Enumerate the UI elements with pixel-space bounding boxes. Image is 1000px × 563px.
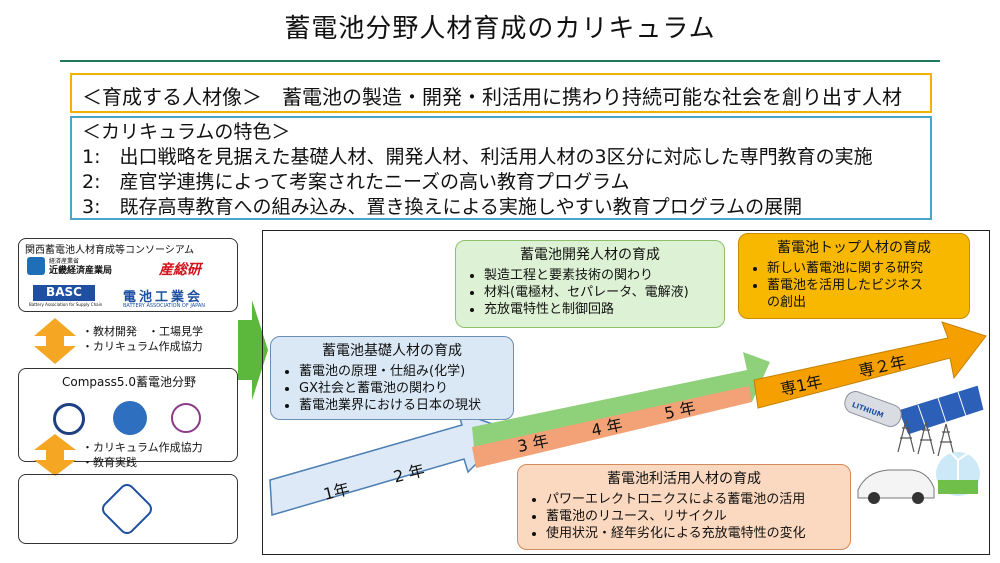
double-arrow-icon — [34, 318, 76, 364]
goal-box: ＜育成する人材像＞ 蓄電池の製造・開発・利活用に携わり持続可能な社会を創り出す人… — [70, 73, 932, 113]
meti-logo-icon — [27, 257, 45, 275]
flow-arrow-icon — [238, 300, 268, 400]
support-note-2: ・カリキュラム作成協力 ・教育実践 — [82, 440, 203, 470]
title-divider — [60, 60, 940, 62]
solar-panel-icon — [897, 384, 985, 436]
panel-utilization-title: 蓄電池利活用人材の育成 — [607, 471, 761, 487]
list-item: 蓄電池のリユース、リサイクル — [546, 508, 840, 525]
panel-utilization: 蓄電池利活用人材の育成 パワーエレクトロニクスによる蓄電池の活用 蓄電池のリユー… — [517, 464, 851, 550]
power-tower-icon — [897, 419, 955, 457]
list-item: GX社会と蓄電池の関わり — [299, 380, 503, 397]
list-item: 蓄電池業界における日本の現状 — [299, 397, 503, 414]
panel-development-title: 蓄電池開発人材の育成 — [520, 247, 660, 263]
features-heading: ＜カリキュラムの特色＞ — [82, 121, 291, 143]
baj-sub: BATTERY ASSOCIATION OF JAPAN — [123, 303, 205, 309]
feature-item-3: 3: 既存高専教育への組み込み、置き換えによる実施しやすい教育プログラムの展開 — [82, 196, 803, 218]
support-note-1: ・教材開発 ・工場見学 ・カリキュラム作成協力 — [82, 324, 203, 354]
kosen-emblem-icon — [53, 403, 85, 435]
list-item: 材料(電極材、セパレータ、電解液) — [484, 284, 714, 301]
school-emblem-icon — [98, 480, 156, 538]
curriculum-frame — [262, 230, 990, 555]
panel-top: 蓄電池トップ人材の育成 新しい蓄電池に関する研究 蓄電池を活用したビジネス の創… — [738, 233, 970, 319]
list-item: 製造工程と要素技術の関わり — [484, 267, 714, 284]
list-item: 新しい蓄電池に関する研究 — [767, 260, 959, 277]
list-item: パワーエレクトロニクスによる蓄電池の活用 — [546, 491, 840, 508]
list-item: 蓄電池を活用したビジネス — [767, 277, 959, 294]
list-item: 使用状況・経年劣化による充放電特性の変化 — [546, 525, 840, 542]
progression-arrows — [269, 321, 987, 516]
compass-box: Compass5.0蓄電池分野 — [18, 368, 238, 462]
meti-logo-text: 近畿経済産業局 — [49, 266, 113, 276]
panel-basic-title: 蓄電池基礎人材の育成 — [322, 343, 462, 359]
panel-basic: 蓄電池基礎人材の育成 蓄電池の原理・仕組み(化学) GX社会と蓄電池の関わり 蓄… — [270, 336, 514, 420]
list-item: の創出 — [767, 295, 807, 310]
wing-emblem-icon — [113, 401, 147, 435]
meti-sub: 経済産業省 — [49, 258, 80, 265]
support-note-2-line2: ・教育実践 — [82, 456, 137, 469]
panel-top-title: 蓄電池トップ人材の育成 — [777, 240, 931, 256]
basc-logo: BASC — [33, 285, 95, 301]
wind-turbine-icon — [936, 449, 980, 496]
support-note-1-line2: ・カリキュラム作成協力 — [82, 340, 203, 353]
feature-item-2: 2: 産官学連携によって考案されたニーズの高い教育プログラム — [82, 171, 630, 193]
compass-title: Compass5.0蓄電池分野 — [62, 375, 196, 389]
battery-icon: LITHIUM — [844, 391, 902, 427]
features-box: ＜カリキュラムの特色＞ 1: 出口戦略を見据えた基礎人材、開発人材、利活用人材の… — [70, 116, 932, 220]
aist-logo: 産総研 — [159, 262, 201, 278]
energy-illustration: LITHIUM — [844, 384, 985, 504]
school-box — [18, 474, 238, 544]
feature-item-1: 1: 出口戦略を見据えた基礎人材、開発人材、利活用人材の3区分に対応した専門教育… — [82, 146, 873, 168]
support-note-1-line1: ・教材開発 ・工場見学 — [82, 325, 203, 338]
list-item: 充放電特性と制御回路 — [484, 301, 714, 318]
crest-emblem-icon — [171, 403, 201, 433]
basc-sub: Battery Association for Supply Chain — [29, 302, 103, 307]
car-icon — [857, 469, 935, 504]
consortium-box: 関西蓄電池人材育成等コンソーシアム 経済産業省 近畿経済産業局 産総研 BASC… — [18, 238, 238, 312]
double-arrow-icon-2 — [34, 434, 76, 476]
consortium-title: 関西蓄電池人材育成等コンソーシアム — [25, 245, 195, 256]
panel-development: 蓄電池開発人材の育成 製造工程と要素技術の関わり 材料(電極材、セパレータ、電解… — [455, 240, 725, 328]
page-title: 蓄電池分野人材育成のカリキュラム — [284, 14, 716, 44]
list-item: 蓄電池の原理・仕組み(化学) — [299, 363, 503, 380]
support-note-2-line1: ・カリキュラム作成協力 — [82, 441, 203, 454]
baj-logo: 電池工業会 — [123, 290, 204, 305]
